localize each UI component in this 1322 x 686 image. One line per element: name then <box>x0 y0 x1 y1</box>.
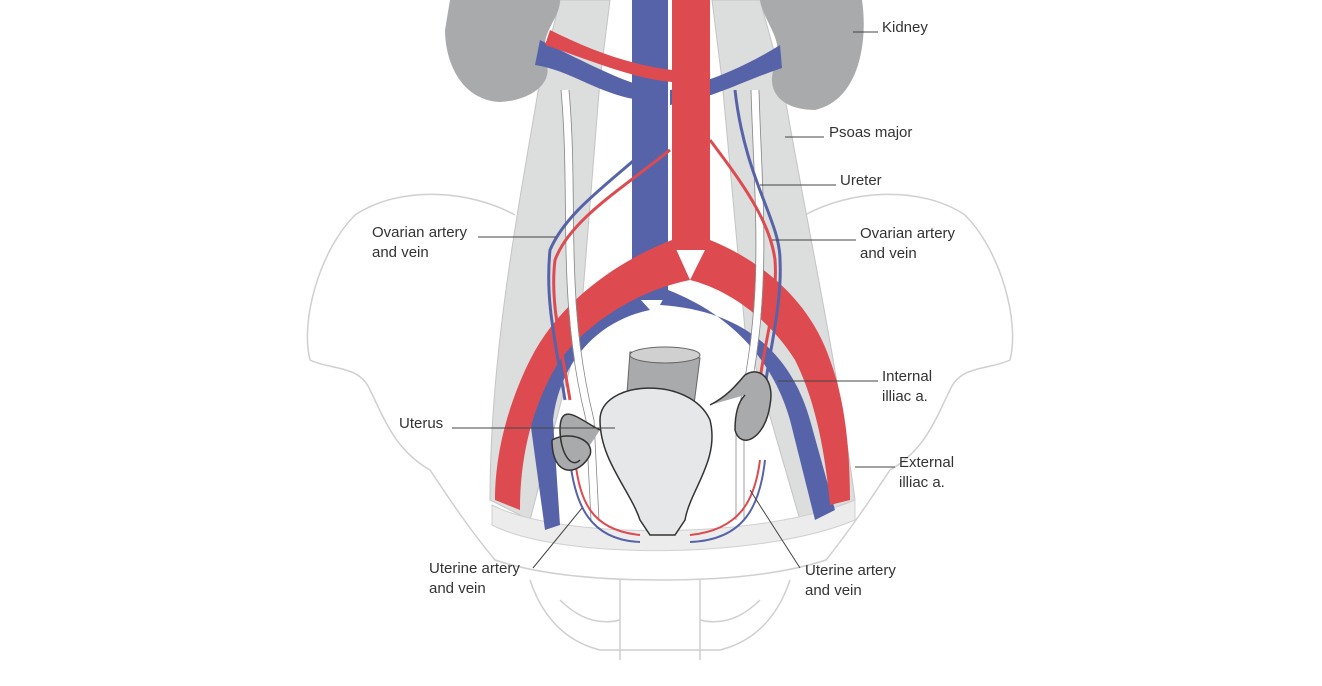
label-internal-iliac: Internal illiac a. <box>882 367 932 407</box>
label-text: and vein <box>429 580 486 597</box>
label-text: Ureter <box>840 172 882 189</box>
label-ovarian-right: Ovarian artery and vein <box>860 224 955 264</box>
label-text: and vein <box>860 245 917 262</box>
label-text: Uterus <box>399 415 444 432</box>
label-external-iliac: External illiac a. <box>899 453 954 493</box>
label-text: and vein <box>805 582 862 599</box>
pelvis-outline <box>306 193 1014 660</box>
label-ureter: Ureter <box>840 171 882 191</box>
label-uterine-right: Uterine artery and vein <box>805 561 896 601</box>
label-uterus: Uterus <box>399 414 443 434</box>
label-psoas-major: Psoas major <box>829 123 912 143</box>
label-text: illiac a. <box>882 388 928 405</box>
leader-lines <box>452 31 895 569</box>
label-text: Internal <box>882 368 933 385</box>
label-text: Psoas major <box>829 124 913 141</box>
label-text: and vein <box>372 244 429 261</box>
ovarian-vessels <box>547 89 782 401</box>
kidneys <box>445 0 864 110</box>
uterus <box>599 387 713 536</box>
uterine-vessels <box>569 459 766 543</box>
right-fallopian-tube-ovary <box>709 371 772 441</box>
label-text: illiac a. <box>899 474 945 491</box>
label-text: Ovarian artery <box>860 225 956 242</box>
label-text: Uterine artery <box>805 562 896 579</box>
label-text: Kidney <box>882 19 928 36</box>
label-kidney: Kidney <box>882 18 928 38</box>
arteries <box>495 0 850 510</box>
label-uterine-left: Uterine artery and vein <box>429 559 520 599</box>
label-text: Ovarian artery <box>372 224 468 241</box>
pelvic-floor <box>491 499 856 552</box>
label-text: External <box>899 454 955 471</box>
label-text: Uterine artery <box>429 560 520 577</box>
label-ovarian-left: Ovarian artery and vein <box>372 223 467 263</box>
